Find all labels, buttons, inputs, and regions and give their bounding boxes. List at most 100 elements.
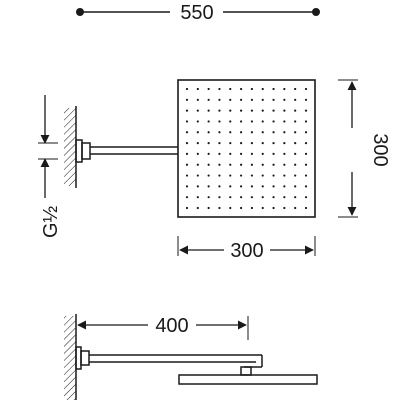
nozzle-dot bbox=[239, 152, 243, 156]
head-width-label: 300 bbox=[230, 240, 263, 262]
thread-fraction: ½ bbox=[40, 205, 62, 222]
nozzle-dot bbox=[283, 152, 286, 156]
nozzle-dot bbox=[250, 196, 254, 199]
nozzle-dot bbox=[185, 109, 189, 112]
nozzle-dot bbox=[239, 120, 243, 123]
nozzle-dot bbox=[239, 185, 243, 188]
nozzle-dot bbox=[272, 131, 275, 134]
wall-side-hatch bbox=[64, 316, 76, 400]
nozzle-dot bbox=[185, 141, 189, 145]
nozzle-dot bbox=[196, 131, 199, 134]
nozzle-dot bbox=[207, 152, 210, 156]
nozzle-dot bbox=[207, 109, 210, 112]
nozzle-dot bbox=[294, 87, 297, 91]
nozzle-dot bbox=[218, 141, 221, 145]
nozzle-dot bbox=[261, 141, 264, 145]
nozzle-dot bbox=[218, 109, 221, 112]
nozzle-dot bbox=[272, 120, 275, 123]
nozzle-dot bbox=[207, 87, 210, 91]
overall-width-dimension: 550 bbox=[76, 2, 320, 24]
nozzle-dot bbox=[294, 206, 297, 210]
wall-hatch bbox=[64, 108, 76, 186]
nozzle-dot bbox=[185, 163, 189, 166]
nozzle-dot bbox=[304, 87, 308, 91]
nozzle-dot bbox=[294, 152, 297, 156]
nozzle-dot bbox=[294, 131, 297, 134]
side-shower-head bbox=[178, 374, 318, 385]
nozzle-dot bbox=[218, 87, 221, 91]
nozzle-dot bbox=[185, 174, 189, 177]
shower-arm-front-view bbox=[75, 139, 178, 163]
nozzle-dot bbox=[218, 163, 221, 166]
nozzle-dot bbox=[207, 120, 210, 123]
nozzle-dot bbox=[250, 152, 254, 156]
nozzle-dot bbox=[304, 196, 308, 199]
nozzle-dot bbox=[207, 174, 210, 177]
overall-width-label: 550 bbox=[180, 2, 213, 24]
nozzle-dot bbox=[304, 152, 308, 156]
nozzle-dot bbox=[272, 185, 275, 188]
nozzle-dot bbox=[185, 185, 189, 188]
shower-side-view bbox=[75, 346, 318, 385]
nozzle-dot bbox=[304, 206, 308, 210]
nozzle-dot bbox=[272, 109, 275, 112]
nozzle-dot bbox=[283, 141, 286, 145]
wall-side-view bbox=[64, 314, 77, 400]
nozzle-dot bbox=[185, 131, 189, 134]
nozzle-dot bbox=[207, 185, 210, 188]
nozzle-dot bbox=[261, 131, 264, 134]
nozzle-dot bbox=[272, 141, 275, 145]
nozzle-dot bbox=[261, 185, 264, 188]
nozzle-dot bbox=[294, 120, 297, 123]
nozzle-dot bbox=[196, 109, 199, 112]
side-connector bbox=[80, 350, 90, 366]
nozzle-dot bbox=[196, 141, 199, 145]
nozzle-dot bbox=[304, 109, 308, 112]
nozzle-dot bbox=[283, 196, 286, 199]
nozzle-dot bbox=[229, 131, 232, 134]
nozzle-dot bbox=[229, 109, 232, 112]
nozzle-dot bbox=[250, 87, 254, 91]
nozzle-dot bbox=[294, 109, 297, 112]
nozzle-dot bbox=[229, 163, 232, 166]
nozzle-dot bbox=[294, 196, 297, 199]
nozzle-dot bbox=[196, 174, 199, 177]
nozzle-dot bbox=[239, 196, 243, 199]
nozzle-dot bbox=[185, 120, 189, 123]
nozzle-dot bbox=[207, 131, 210, 134]
nozzle-dot bbox=[283, 87, 286, 91]
nozzle-dot bbox=[261, 174, 264, 177]
nozzle-dot bbox=[272, 174, 275, 177]
thread-g: G bbox=[40, 222, 62, 238]
nozzle-dot bbox=[229, 174, 232, 177]
nozzle-dot bbox=[250, 98, 254, 101]
nozzle-dot bbox=[294, 98, 297, 101]
nozzle-dot bbox=[294, 141, 297, 145]
nozzle-dot bbox=[304, 131, 308, 134]
nozzle-dot bbox=[272, 152, 275, 156]
thread-label: G½ bbox=[40, 205, 62, 238]
nozzle-dot bbox=[250, 141, 254, 145]
nozzle-dot bbox=[207, 98, 210, 101]
nozzle-dot bbox=[196, 87, 199, 91]
nozzle-dot bbox=[261, 152, 264, 156]
nozzle-dot bbox=[294, 174, 297, 177]
nozzle-dot bbox=[283, 163, 286, 166]
nozzle-dot bbox=[196, 206, 199, 210]
nozzle-dot bbox=[261, 109, 264, 112]
arm-length-dimension: 400 bbox=[77, 315, 249, 340]
nozzle-dot bbox=[261, 120, 264, 123]
nozzle-dot bbox=[294, 185, 297, 188]
nozzle-dot bbox=[196, 120, 199, 123]
nozzle-dot bbox=[229, 141, 232, 145]
nozzle-dot bbox=[229, 98, 232, 101]
nozzle-dot bbox=[207, 163, 210, 166]
nozzle-dot bbox=[304, 141, 308, 145]
nozzle-dot bbox=[261, 87, 264, 91]
nozzle-dot bbox=[261, 163, 264, 166]
nozzle-dot bbox=[283, 98, 286, 101]
nozzle-dot bbox=[185, 98, 189, 101]
nozzle-dot bbox=[229, 196, 232, 199]
nozzle-dot bbox=[218, 206, 221, 210]
